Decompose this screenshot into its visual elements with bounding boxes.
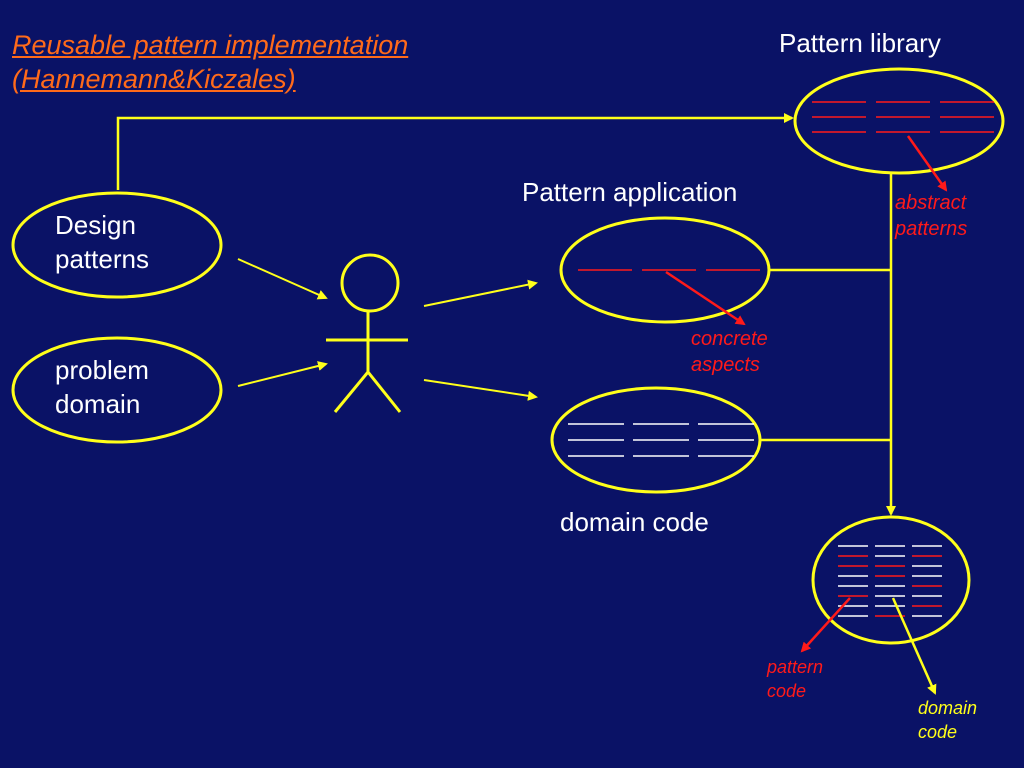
problem-domain-to-actor-arrow — [237, 361, 328, 387]
domain-code-annotation-line-2: code — [918, 722, 958, 742]
slide-title-line-2: (Hannemann&Kiczales) — [12, 64, 296, 94]
design-patterns-label-line-1: Design — [55, 210, 136, 240]
concrete-aspects-pointer — [665, 270, 746, 326]
actor-to-domain-code-arrow — [423, 379, 538, 401]
design-to-library-connector — [116, 113, 794, 190]
abstract-pattern-code-lines — [812, 101, 994, 133]
pattern-application-label: Pattern application — [522, 177, 738, 207]
abstract-patterns-pointer — [906, 135, 948, 192]
actor-to-pattern-application-arrow — [423, 279, 538, 307]
concrete-aspects-annotation: concrete aspects — [691, 326, 768, 378]
slide-title: Reusable pattern implementation (Hannema… — [12, 28, 408, 96]
problem-domain-label: problem domain — [55, 353, 149, 421]
problem-domain-label-line-1: problem — [55, 355, 149, 385]
abstract-patterns-annotation-line-2: patterns — [895, 218, 968, 240]
concrete-aspects-annotation-line-1: concrete — [691, 328, 768, 350]
problem-domain-label-line-2: domain — [55, 389, 141, 419]
problem-domain-ellipse — [11, 336, 223, 444]
pattern-library-ellipse — [793, 67, 1005, 175]
domain-code-lines — [568, 423, 754, 457]
pattern-code-annotation-line-1: pattern — [767, 657, 824, 677]
slide-title-line-1: Reusable pattern implementation — [12, 30, 409, 60]
design-patterns-label: Design patterns — [55, 208, 149, 276]
pattern-code-pointer — [800, 597, 851, 653]
abstract-patterns-annotation-line-1: abstract — [895, 192, 967, 214]
domain-code-annotation-line-1: domain — [918, 698, 978, 718]
developer-stick-figure-icon — [326, 253, 408, 413]
design-patterns-label-line-2: patterns — [55, 244, 149, 274]
woven-code-lines — [838, 545, 942, 617]
design-patterns-to-actor-arrow — [237, 258, 328, 300]
domain-code-annotation: domain code — [918, 696, 977, 744]
domain-code-pointer — [891, 597, 937, 695]
pattern-library-label: Pattern library — [779, 28, 941, 58]
domain-code-label: domain code — [560, 507, 709, 537]
woven-code-ellipse — [811, 515, 971, 645]
concrete-aspects-annotation-line-2: aspects — [691, 354, 760, 376]
pattern-code-annotation: pattern code — [767, 655, 823, 703]
pattern-code-annotation-line-2: code — [767, 681, 807, 701]
design-patterns-ellipse — [11, 191, 223, 299]
abstract-patterns-annotation: abstract patterns — [895, 190, 967, 242]
